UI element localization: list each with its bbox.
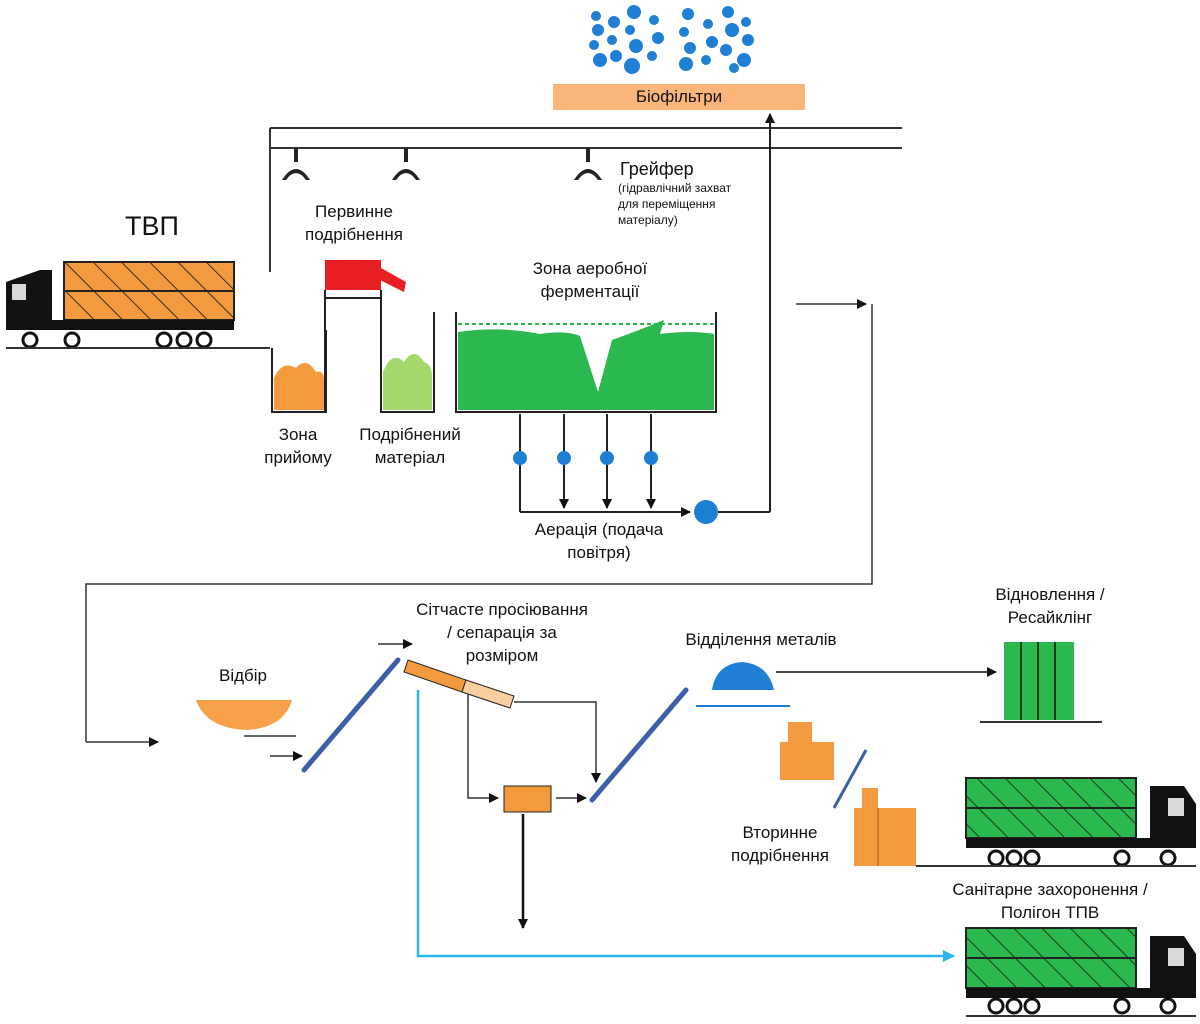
truck-icon [965, 927, 1196, 1015]
recovery-line-1: Відновлення / [995, 585, 1105, 604]
screening-line-1: Сітчасте просіювання [416, 600, 588, 619]
aerobic-tank [455, 312, 717, 413]
selection-label: Відбір [218, 666, 267, 685]
reception-pit [271, 330, 327, 413]
screen-icon [403, 659, 515, 709]
valve-icon [513, 451, 658, 465]
aeration-line-1: Аерація (подача [534, 520, 664, 539]
primary-shredding-line-2: подрібнення [305, 225, 403, 244]
aerobic-zone-line-1: Зона аеробної [532, 259, 648, 278]
secondary-shredder [780, 722, 916, 866]
aerobic-zone-label: Зона аеробної ферментації [510, 257, 670, 303]
grab-icon [282, 148, 602, 180]
magnet-icon [696, 662, 790, 707]
recycling-bales-icon [980, 642, 1102, 723]
shredded-material-line-1: Подрібнений [359, 425, 461, 444]
screening-line-2: / сепарація за [447, 623, 557, 642]
secondary-shredding-line-1: Вторинне [742, 823, 818, 842]
recovery-label: Відновлення / Ресайклінг [970, 583, 1130, 629]
shredded-material-label: Подрібнений матеріал [346, 423, 474, 469]
msw-label: ТВП [125, 211, 179, 241]
primary-shredder [324, 260, 406, 412]
reception-label: Зона прийому [250, 423, 346, 469]
primary-shredding-label: Первинне подрібнення [282, 200, 426, 246]
fan-icon [694, 500, 718, 524]
crusher-box [503, 785, 552, 813]
conveyor-icon [301, 657, 401, 773]
bubbles-icon [589, 5, 754, 74]
grab-note: (гідравлічний захват для переміщення мат… [618, 180, 768, 228]
recovery-line-2: Ресайклінг [1007, 608, 1093, 627]
metal-separation-label: Відділення металів [685, 630, 837, 649]
aeration-label: Аерація (подача повітря) [516, 518, 682, 564]
screening-label: Сітчасте просіювання / сепарація за розм… [390, 598, 614, 667]
grab-title: Грейфер [620, 159, 694, 179]
grab-note-line-1: (гідравлічний захват [618, 181, 732, 195]
reception-line-1: Зона [278, 425, 318, 444]
screening-line-3: розміром [465, 646, 539, 665]
shredded-material-line-2: матеріал [374, 448, 446, 467]
grab-note-line-2: для переміщення [618, 197, 716, 211]
aerobic-zone-line-2: ферментації [540, 282, 640, 301]
secondary-shredding-line-2: подрібнення [731, 846, 829, 865]
landfill-label: Санітарне захоронення / Полігон ТПВ [926, 878, 1174, 924]
landfill-line-1: Санітарне захоронення / [952, 880, 1148, 899]
grab-note-line-3: матеріалу) [618, 213, 678, 227]
conveyor-icon [589, 687, 689, 803]
transfer-line [85, 299, 873, 747]
biofilters-label: Біофільтри [635, 87, 723, 106]
truck-icon [965, 777, 1196, 867]
selection-bowl [196, 700, 292, 730]
cyan-flow [416, 690, 955, 962]
landfill-line-2: Полігон ТПВ [1000, 903, 1100, 922]
truck-icon [6, 261, 235, 349]
biofilter-bar [553, 84, 805, 110]
shredded-material-bin [380, 312, 435, 413]
aeration-line-2: повітря) [567, 543, 631, 562]
secondary-shredding-label: Вторинне подрібнення [716, 821, 844, 867]
primary-shredding-line-1: Первинне [315, 202, 393, 221]
reception-line-2: прийому [264, 448, 332, 467]
